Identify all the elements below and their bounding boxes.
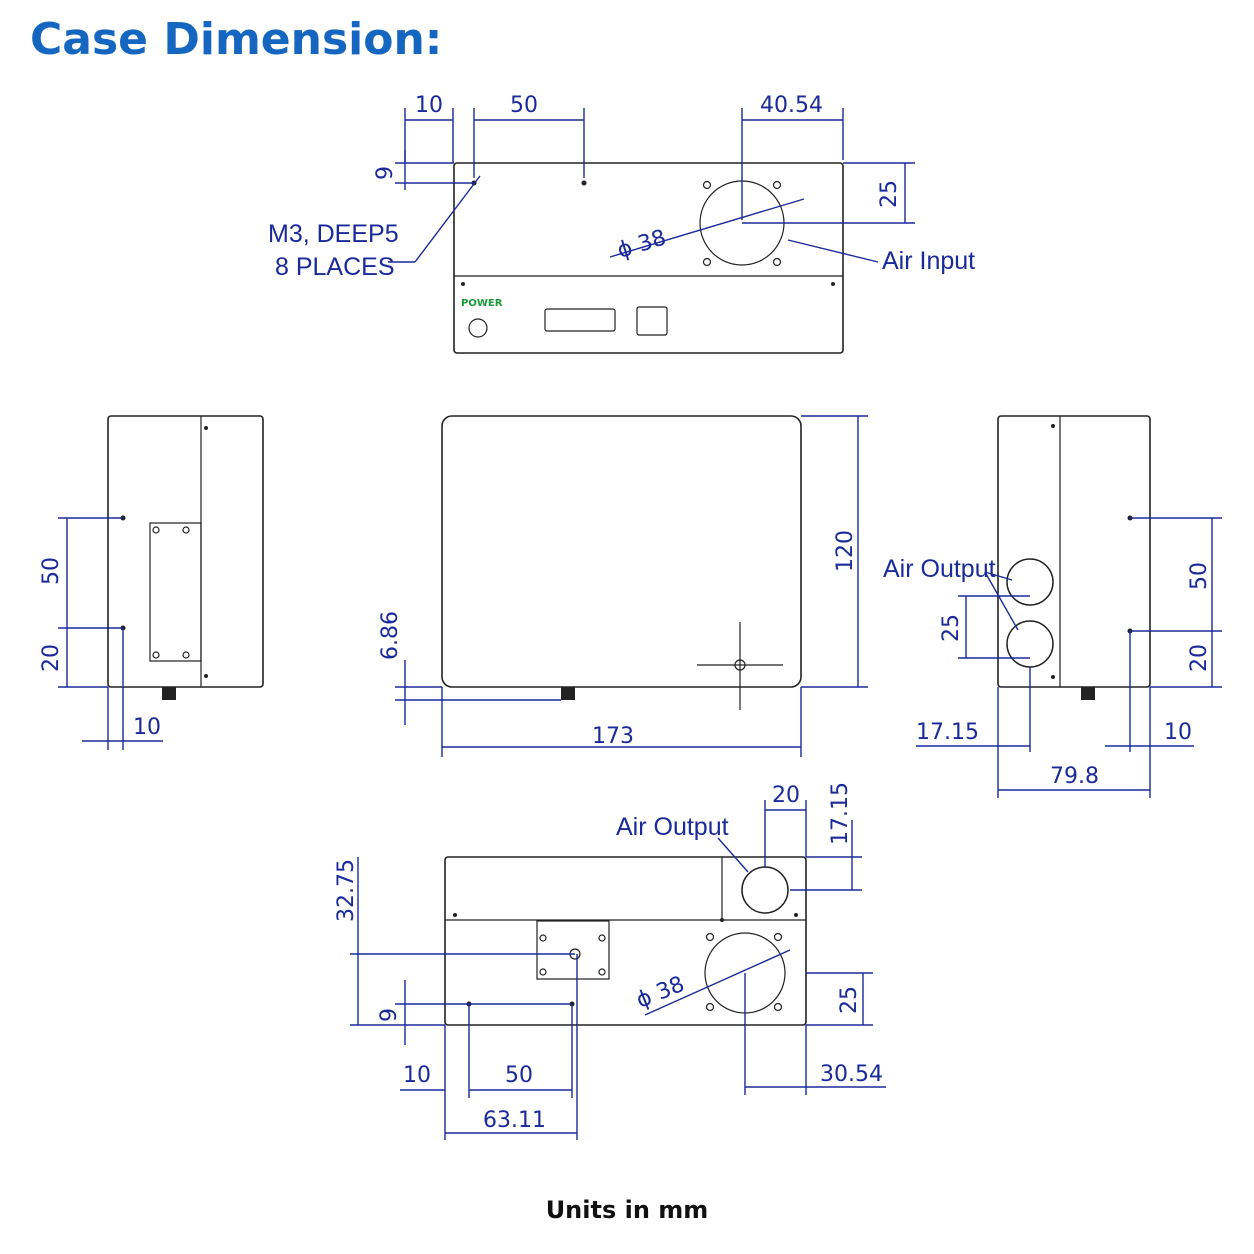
display-window	[544, 308, 616, 332]
right-dim-20: 20	[1187, 644, 1212, 672]
bottom-dim-30-54: 30.54	[820, 1062, 883, 1087]
left-view-case-outline	[107, 415, 264, 688]
bottom-air-output	[741, 866, 789, 914]
right-air-output-upper	[1006, 558, 1054, 606]
top-view: POWER 10 50 40.54 9 25 ϕ 38 M3, DEEP5 8 …	[268, 93, 975, 354]
bottom-dim-17-15: 17.15	[828, 782, 853, 845]
bottom-view: Air Output 20 17.15 32.75 9 25 ϕ 38 10 5…	[334, 782, 886, 1140]
bottom-side-plate	[536, 920, 610, 980]
page-title: Case Dimension:	[30, 14, 443, 65]
bottom-air-output-label: Air Output	[616, 813, 729, 841]
center-view: 120 6.86 173	[378, 415, 868, 757]
top-dia-38: ϕ 38	[614, 225, 669, 263]
top-dim-9: 9	[373, 166, 398, 180]
bottom-view-case-outline	[444, 856, 807, 1026]
mount-holes-label-line1: M3, DEEP5	[268, 220, 399, 248]
bottom-dim-25: 25	[837, 986, 862, 1014]
right-dim-25: 25	[939, 614, 964, 642]
right-view: Air Output 25 50 20 17.15 10 79.8	[883, 415, 1222, 798]
right-dim-50: 50	[1187, 562, 1212, 590]
bottom-dim-20: 20	[772, 783, 800, 808]
power-button	[468, 318, 488, 338]
units-note: Units in mm	[545, 1196, 709, 1224]
bottom-dim-9: 9	[377, 1008, 402, 1022]
center-dim-120: 120	[833, 530, 858, 572]
right-air-output-label: Air Output	[883, 555, 996, 583]
bottom-dim-63-11: 63.11	[483, 1108, 546, 1133]
right-dim-10: 10	[1164, 720, 1192, 745]
center-dim-6-86: 6.86	[378, 611, 403, 660]
air-input-label: Air Input	[882, 247, 975, 275]
left-dim-10: 10	[133, 715, 161, 740]
left-view-side-plate	[149, 522, 202, 662]
right-air-output-lower	[1006, 620, 1054, 668]
top-dim-10: 10	[415, 93, 443, 118]
bottom-dim-10: 10	[403, 1063, 431, 1088]
bottom-dim-50: 50	[505, 1063, 533, 1088]
bottom-dim-32-75: 32.75	[334, 859, 359, 922]
left-view: 50 20 10	[39, 415, 264, 750]
connector-window	[636, 306, 668, 336]
center-dim-173: 173	[592, 724, 634, 749]
left-dim-20: 20	[39, 644, 64, 672]
top-view-case-outline	[453, 162, 844, 354]
right-dim-79-8: 79.8	[1050, 764, 1099, 789]
right-view-case-outline	[997, 415, 1151, 688]
top-dim-50: 50	[510, 93, 538, 118]
left-dim-50: 50	[39, 557, 64, 585]
mount-holes-label-line2: 8 PLACES	[275, 253, 395, 281]
right-dim-17-15: 17.15	[916, 720, 979, 745]
center-view-case-outline	[441, 415, 802, 688]
top-dim-40-54: 40.54	[760, 93, 823, 118]
power-label: POWER	[461, 298, 503, 309]
top-dim-25: 25	[877, 180, 902, 208]
